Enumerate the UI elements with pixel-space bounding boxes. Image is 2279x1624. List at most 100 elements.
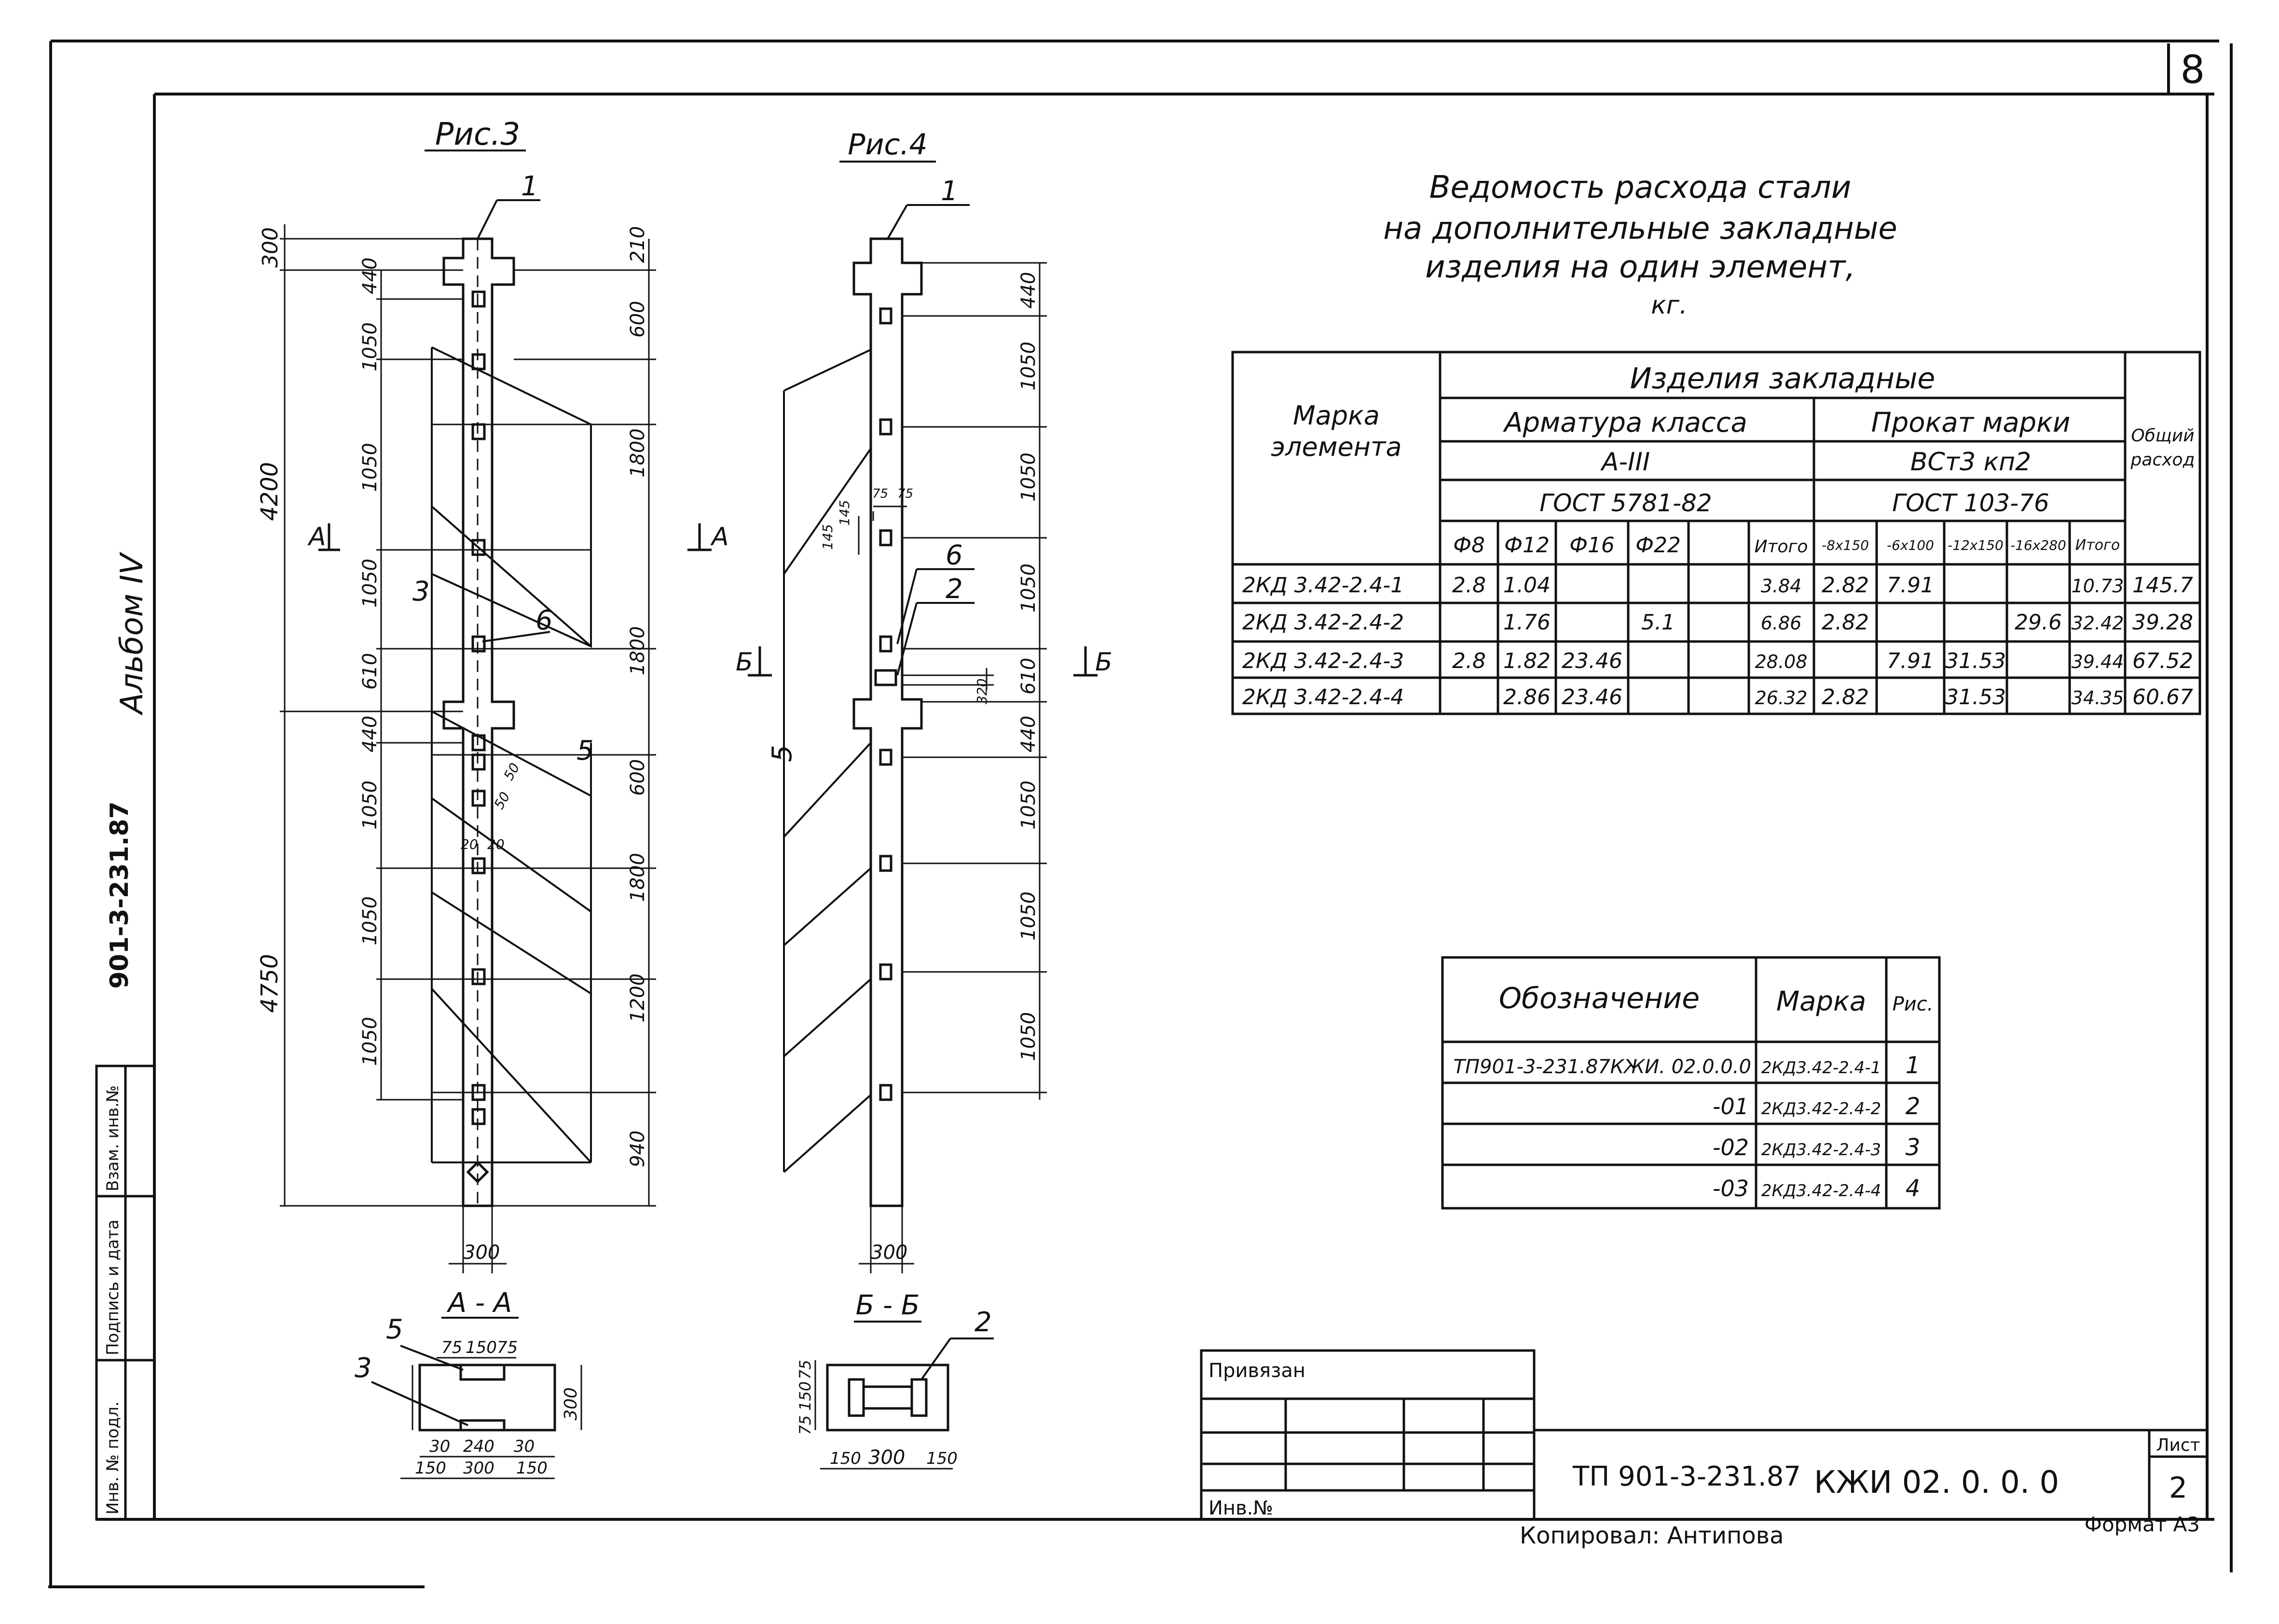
steel-cell: 2.8 <box>1452 649 1486 673</box>
fig3-title: Рис.3 <box>435 117 520 152</box>
steel-cell: 23.46 <box>1562 685 1622 710</box>
steel-cell: 1.82 <box>1503 649 1551 673</box>
steel-cell: 2.82 <box>1822 573 1869 598</box>
album-label: Альбом IV <box>114 551 150 716</box>
fig3-small-dim-0: 50 <box>500 760 522 783</box>
designation-fig: 4 <box>1906 1175 1921 1202</box>
section-AA-title: А - А <box>447 1287 512 1319</box>
fig4-small-dim-4: 320 <box>974 679 990 704</box>
steel-col-3: Ф22 <box>1635 533 1681 558</box>
steel-header-rebar-class: А-III <box>1600 448 1650 477</box>
fig3-small-dim-1: 50 <box>491 789 513 812</box>
fig3-callout-6: 6 <box>535 605 553 636</box>
steel-cell: 32.42 <box>2072 613 2124 634</box>
title-block-doc: КЖИ 02. 0. 0. 0 <box>1814 1465 2059 1501</box>
steel-row-mark: 2КД 3.42-2.4-2 <box>1242 610 1404 635</box>
steel-header-rebar: Арматура класса <box>1503 407 1747 438</box>
designation-header-2: Рис. <box>1893 993 1934 1015</box>
steel-title-line-2: на дополнительные закладные <box>1383 211 1897 246</box>
steel-cell: 7.91 <box>1887 649 1934 673</box>
steel-header-total-1: Общий <box>2131 426 2194 446</box>
steel-col-8: -12x150 <box>1948 537 2004 553</box>
section-AA-dim-b1-1: 240 <box>463 1437 494 1456</box>
section-BB-callout-2: 2 <box>975 1307 992 1338</box>
fig3-dim-300: 300 <box>258 227 283 268</box>
fig3-column <box>431 237 592 1207</box>
section-AA-dim-b2-0: 150 <box>415 1459 446 1478</box>
fig3-dim-right-6: 1200 <box>627 973 649 1023</box>
title-block-privyazan: Привязан <box>1208 1360 1305 1382</box>
steel-cell: 1.04 <box>1503 573 1551 598</box>
title-block: Привязан Инв.№ ТП 901-3-231.87 КЖИ 02. 0… <box>1200 1349 2207 1521</box>
steel-col-1: Ф12 <box>1504 533 1550 558</box>
fig4-dim-right-1: 1050 <box>1017 341 1040 391</box>
designation-fig: 1 <box>1906 1052 1921 1079</box>
section-BB-dim-side-2: 75 <box>796 1415 814 1435</box>
steel-cell: 2.8 <box>1452 573 1486 598</box>
fig3-dim-left-inner <box>376 270 463 1101</box>
fig3-section-label-right: А <box>710 522 729 551</box>
steel-cell: 39.44 <box>2072 651 2124 672</box>
fig3-small-dim-3: 20 <box>487 836 505 852</box>
sheet-frame <box>48 40 2233 1588</box>
sheet-format: Формат А3 <box>2085 1513 2200 1536</box>
fig4: Рис.4 1 6 <box>736 128 1112 1273</box>
binding-stamp <box>95 1064 156 1521</box>
title-block-inv-no: Инв.№ <box>1208 1497 1273 1519</box>
fig3-dim-right-2: 1800 <box>627 428 649 478</box>
fig3-callouts: 1 3 6 5 <box>412 171 594 766</box>
fig3-dim-right-5: 1800 <box>627 853 649 902</box>
fig3-section-label-left: А <box>307 522 326 551</box>
steel-col-5: Итого <box>1755 537 1808 557</box>
section-AA-dim-b2-1: 300 <box>463 1459 494 1478</box>
fig4-callout-1: 1 <box>941 176 958 207</box>
steel-row-total: 60.67 <box>2132 685 2193 710</box>
fig4-dim-right-2: 1050 <box>1017 452 1040 502</box>
steel-row-total: 39.28 <box>2132 610 2193 635</box>
designation-cell: -01 <box>1713 1093 1749 1119</box>
steel-header-rolled-gost: ГОСТ 103-76 <box>1892 489 2049 517</box>
fig3-dim-inner-7: 1050 <box>359 896 381 945</box>
fig4-callout-2: 2 <box>946 573 963 605</box>
fig3-dim-right <box>492 239 656 1207</box>
fig3-dim-right-1: 600 <box>627 301 649 338</box>
designation-fig: 3 <box>1906 1134 1921 1161</box>
steel-cell: 1.76 <box>1503 610 1551 635</box>
steel-col-9: -16x280 <box>2010 537 2066 553</box>
fig3: Рис.3 <box>256 117 729 1273</box>
fig4-small-dim-0: 145 <box>820 524 836 550</box>
copied-by: Копировал: Антипова <box>1520 1522 1784 1549</box>
designation-header-0: Обозначение <box>1499 982 1700 1015</box>
steel-title-line-3: изделия на один элемент, <box>1425 249 1855 285</box>
designation-header-1: Марка <box>1776 986 1866 1017</box>
section-AA-dim-top-1: 150 <box>466 1338 497 1357</box>
fig4-dim-right-6: 1050 <box>1017 780 1040 830</box>
section-AA-dim-top-0: 75 <box>441 1338 462 1357</box>
steel-cell: 5.1 <box>1641 610 1675 635</box>
fig3-dim-right-3: 1800 <box>627 626 649 675</box>
title-block-code: ТП 901-3-231.87 <box>1572 1461 1801 1492</box>
steel-row-1: 2КД 3.42-2.4-1 2.8 1.04 3.84 2.82 7.91 1… <box>1242 573 2193 598</box>
fig4-dim-right-0: 440 <box>1017 272 1040 309</box>
section-BB-dim-b-1: 300 <box>868 1447 905 1469</box>
designation-fig: 2 <box>1906 1093 1921 1120</box>
fig4-callouts: 1 6 2 5 <box>767 176 975 762</box>
fig3-dim-right-0: 210 <box>627 226 649 263</box>
fig3-dim-inner-5: 440 <box>359 716 381 752</box>
section-BB-dim-b-0: 150 <box>830 1449 861 1468</box>
steel-row-mark: 2КД 3.42-2.4-3 <box>1242 649 1404 673</box>
steel-header-group: Изделия закладные <box>1630 362 1936 396</box>
fig4-bottom-width: 300 <box>871 1242 907 1264</box>
steel-row-mark: 2КД 3.42-2.4-4 <box>1242 685 1404 710</box>
fig4-dim-right-5: 440 <box>1017 716 1040 752</box>
steel-row-total: 67.52 <box>2132 649 2193 673</box>
page-number: 8 <box>2181 47 2205 92</box>
steel-cell: 2.82 <box>1822 685 1869 710</box>
side-project-code: 901-3-231.87 <box>105 801 134 989</box>
title-block-sheet-label: Лист <box>2156 1435 2200 1455</box>
steel-col-10: Итого <box>2075 537 2120 554</box>
fig4-dim-right <box>902 262 1047 1100</box>
steel-row-total: 145.7 <box>2132 573 2193 598</box>
steel-row-mark: 2КД 3.42-2.4-1 <box>1242 573 1404 598</box>
stamp-replace-label: Взам. инв.№ <box>103 1085 123 1191</box>
